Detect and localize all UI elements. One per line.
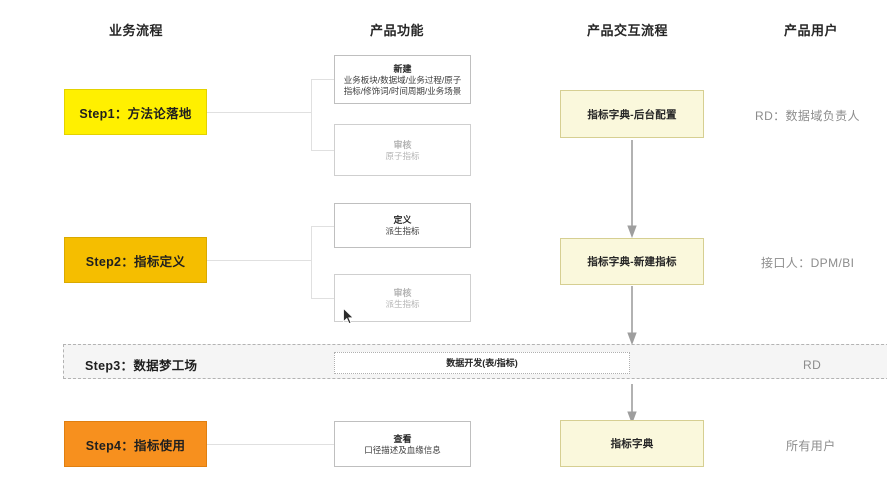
feature-box-audit-atomic[interactable]: 审核 原子指标 <box>334 124 471 176</box>
flow-box-dictionary-backend-config[interactable]: 指标字典-后台配置 <box>560 90 704 138</box>
flow-box-dictionary-create-metric[interactable]: 指标字典-新建指标 <box>560 238 704 285</box>
connector-step2-branch-bottom <box>311 298 334 299</box>
connector-step1-branch-top <box>311 79 334 80</box>
step-box-4[interactable]: Step4：指标使用 <box>64 421 207 467</box>
step-box-2[interactable]: Step2：指标定义 <box>64 237 207 283</box>
column-header-business-process: 业务流程 <box>109 23 164 38</box>
feature-subtitle: 派生指标 <box>385 226 420 236</box>
feature-title: 审核 <box>393 287 412 298</box>
user-label-step4: 所有用户 <box>786 439 836 453</box>
feature-title: 数据开发(表/指标) <box>446 358 518 368</box>
connector-step2-trunk <box>207 260 311 261</box>
feature-title: 查看 <box>393 433 412 444</box>
connector-step2-spine <box>311 226 312 298</box>
flow-box-dictionary[interactable]: 指标字典 <box>560 420 704 467</box>
feature-subtitle: 派生指标 <box>385 298 420 309</box>
user-label-step1: RD：数据域负责人 <box>755 109 860 123</box>
feature-box-create[interactable]: 新建 业务板块/数据域/业务过程/原子指标/修饰词/时间周期/业务场景 <box>334 55 471 104</box>
feature-box-audit-derived[interactable]: 审核 派生指标 <box>334 274 471 322</box>
feature-box-view-lineage[interactable]: 查看 口径描述及血缘信息 <box>334 421 471 467</box>
feature-subtitle: 口径描述及血缘信息 <box>364 444 441 455</box>
user-label-step2: 接口人：DPM/BI <box>761 256 855 270</box>
feature-title: 新建 <box>393 63 412 74</box>
column-header-product-function: 产品功能 <box>370 23 425 38</box>
connector-step1-branch-bottom <box>311 150 334 151</box>
column-header-product-user: 产品用户 <box>784 23 839 38</box>
feature-box-data-development[interactable]: 数据开发(表/指标) <box>334 352 630 374</box>
mouse-cursor <box>343 308 355 325</box>
feature-subtitle: 业务板块/数据域/业务过程/原子指标/修饰词/时间周期/业务场景 <box>343 74 462 96</box>
feature-title: 审核 <box>393 139 412 150</box>
step-box-3-label: Step3：数据梦工场 <box>85 359 198 373</box>
connector-step1-trunk <box>207 112 311 113</box>
column-header-product-interaction-flow: 产品交互流程 <box>587 23 669 38</box>
feature-box-define-derived[interactable]: 定义 派生指标 <box>334 203 471 248</box>
connector-step4-trunk <box>207 444 335 445</box>
feature-title: 定义 <box>393 215 412 225</box>
user-label-step3: RD <box>803 358 822 372</box>
feature-subtitle: 原子指标 <box>385 150 420 161</box>
step-box-1[interactable]: Step1：方法论落地 <box>64 89 207 135</box>
connector-step2-branch-top <box>311 226 334 227</box>
connector-step1-spine <box>311 79 312 150</box>
